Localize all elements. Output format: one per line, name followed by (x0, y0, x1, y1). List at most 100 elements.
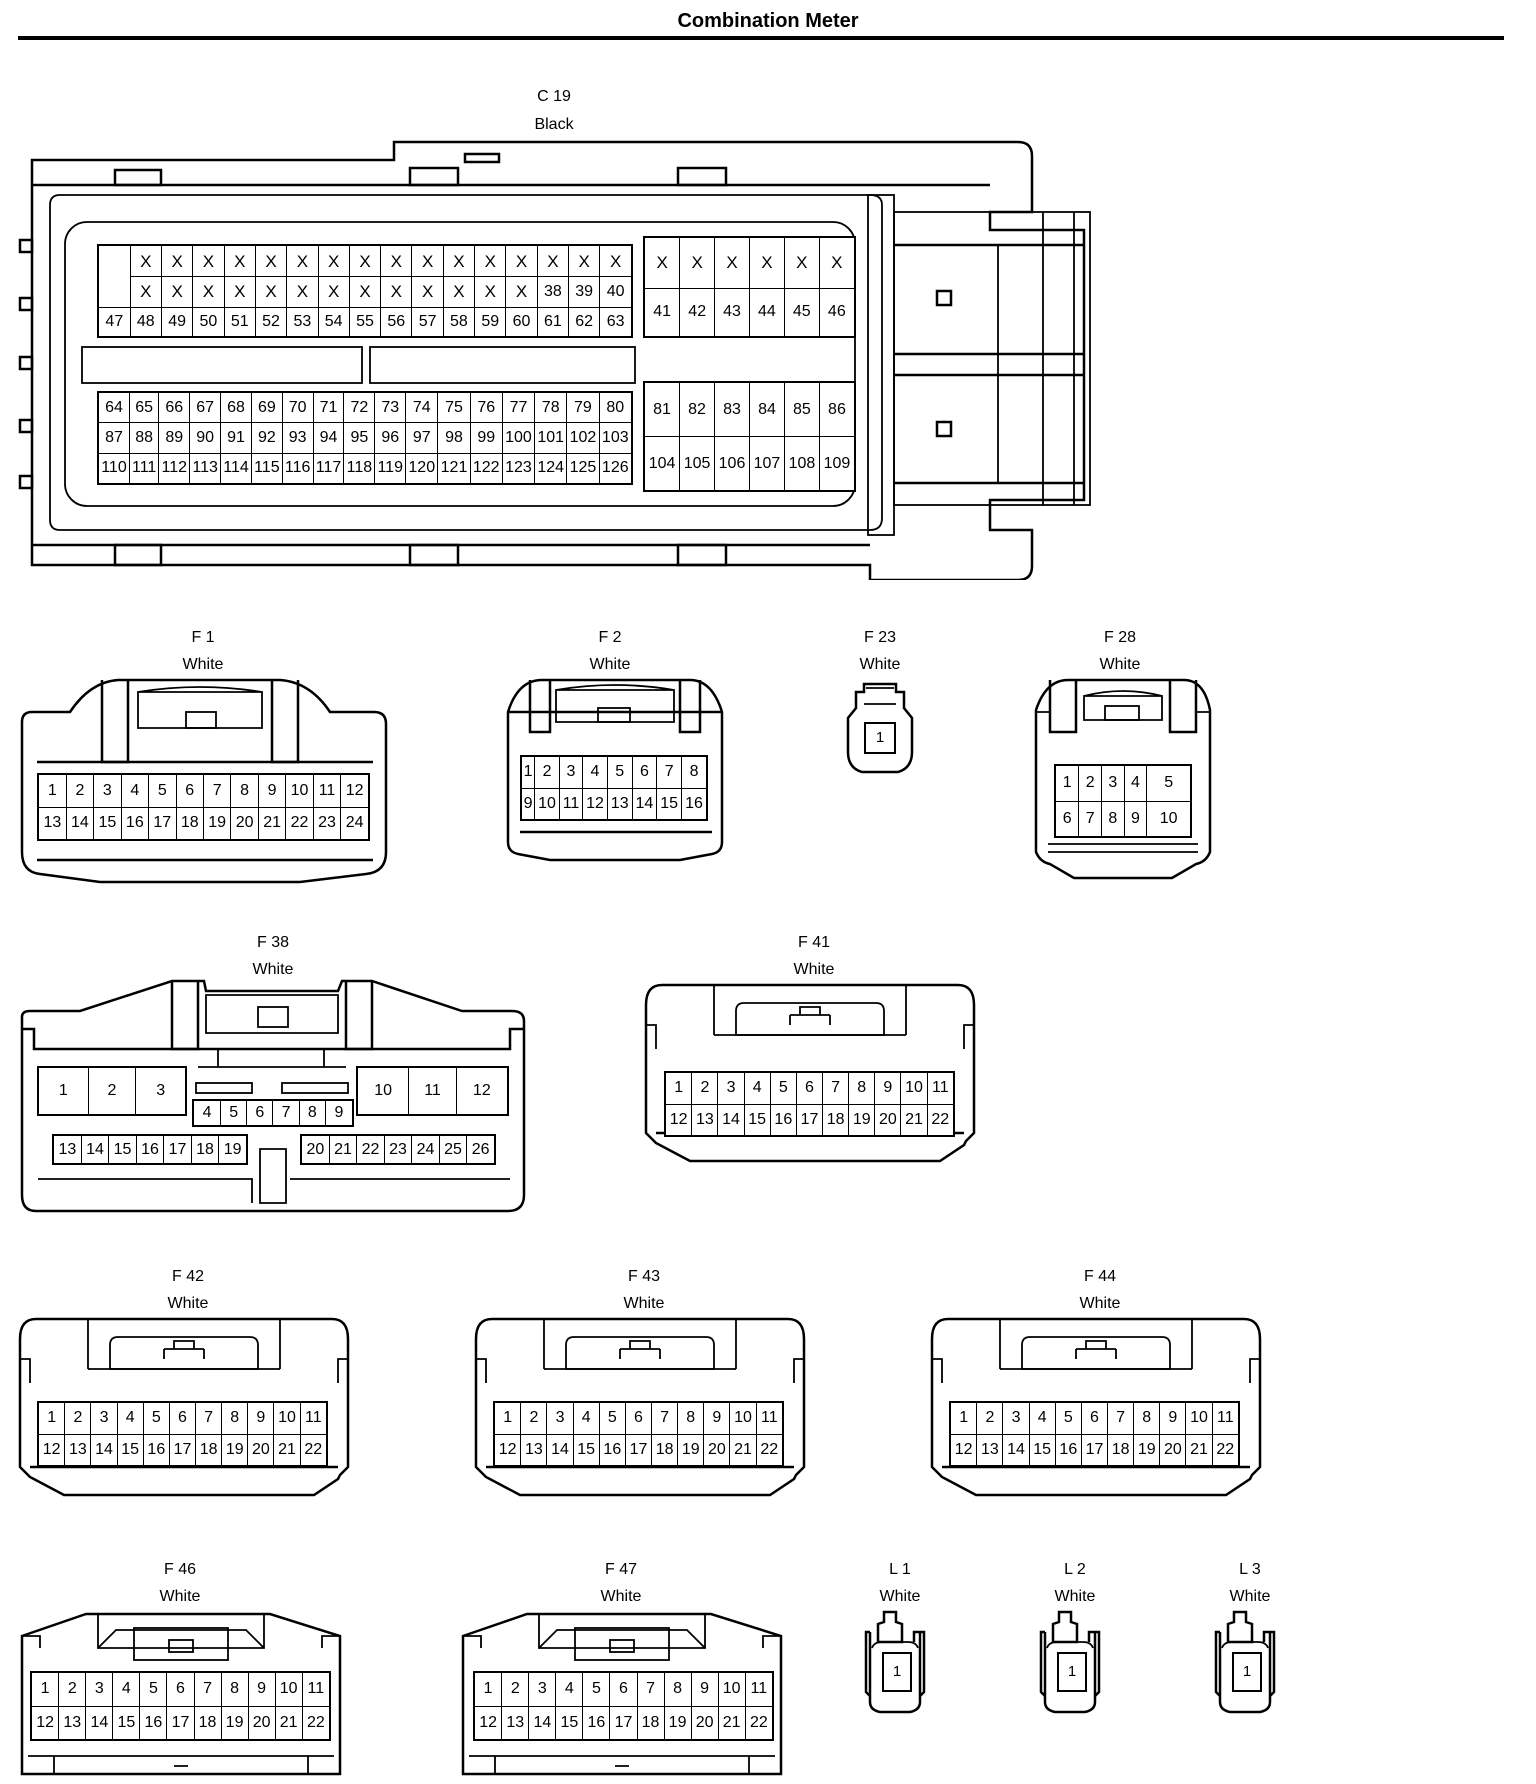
pin-cell: 41 (643, 287, 681, 338)
pin-cell: 18 (193, 1705, 222, 1741)
f2-housing (506, 678, 724, 862)
pin-cell: 123 (501, 452, 536, 485)
f42-housing (18, 1317, 350, 1497)
connector-l3: L 3 White 1 (1160, 1552, 1400, 1722)
connector-color: White (859, 656, 901, 673)
pin-cell: 17 (166, 1705, 195, 1741)
pin-cell: 25 (438, 1134, 468, 1165)
pin-cell: 2 (976, 1401, 1004, 1435)
pin-cell: 8 (230, 773, 259, 808)
pin-cell: 116 (281, 452, 314, 485)
pin-cell: 43 (714, 287, 750, 338)
pin-cell: 1 (1054, 764, 1080, 802)
pin-cell: 100 (501, 422, 536, 454)
pin-cell: 9 (247, 1671, 276, 1707)
pin-cell: X (348, 276, 382, 308)
pin-cell: 15 (555, 1705, 584, 1741)
pin-cell: 22 (299, 1433, 328, 1467)
pin-cell: 10 (285, 773, 314, 808)
pin-cell: 69 (250, 391, 283, 424)
pin-cell: 101 (534, 422, 568, 454)
pin-cell: 22 (285, 806, 314, 841)
pin-cell: 17 (609, 1705, 638, 1741)
connector-color: White (1099, 656, 1141, 673)
pin-cell: 79 (566, 391, 600, 424)
pin-cell: 20 (247, 1433, 275, 1467)
pin-cell: 18 (1107, 1433, 1135, 1467)
pin-cell: X (254, 276, 288, 308)
pin-cell: 81 (643, 381, 681, 437)
pin-cell: 7 (651, 1401, 679, 1435)
pin-cell: 3 (717, 1071, 745, 1105)
pin-cell: 4 (572, 1401, 600, 1435)
pin-cell: X (286, 244, 319, 278)
pin-cell: 92 (250, 422, 283, 454)
pin-cell: 4 (120, 773, 150, 808)
pin-cell: 3 (93, 773, 122, 808)
pin-cell: X (536, 244, 570, 278)
pin-cell: 13 (58, 1705, 87, 1741)
pin-cell: X (748, 236, 785, 289)
pin-cell: 14 (1002, 1433, 1030, 1467)
pin-cell: 8 (677, 1401, 705, 1435)
pin-cell: 22 (926, 1103, 955, 1137)
pin-cell: 20 (247, 1705, 276, 1741)
pin-cell: 3 (546, 1401, 574, 1435)
pin-cell: 7 (1078, 800, 1102, 838)
f46-housing (20, 1612, 342, 1776)
pin-cell: 95 (343, 422, 376, 454)
pin-cell: 14 (85, 1705, 114, 1741)
pin-cell: 10 (729, 1401, 757, 1435)
pin-cell: 110 (97, 452, 130, 485)
pin-cell: 8 (298, 1099, 326, 1127)
pin-cell: 60 (505, 306, 538, 338)
pin-cell: 14 (65, 806, 95, 841)
connector-id: C 19 (537, 88, 571, 105)
pin-cell: 17 (163, 1134, 192, 1165)
pin-cell: 2 (58, 1671, 87, 1707)
pin-cell: 4 (1123, 764, 1148, 802)
pin-cell: 20 (300, 1134, 330, 1165)
pin-cell: 86 (818, 381, 856, 437)
pin-cell: 5 (606, 755, 633, 789)
pin-cell: 51 (223, 306, 256, 338)
pin-cell: 3 (135, 1066, 187, 1116)
connector-id: F 2 (598, 629, 622, 646)
pin-cell: 9 (874, 1071, 902, 1105)
pin-cell: 13 (52, 1134, 82, 1165)
pin-cell: 73 (374, 391, 407, 424)
l2-housing (1039, 1610, 1101, 1714)
pin-cell: 61 (536, 306, 570, 338)
pin-cell: 16 (769, 1103, 797, 1137)
pin-cell: 14 (631, 787, 658, 821)
pin-cell: 82 (679, 381, 716, 437)
pin-cell: 19 (663, 1705, 692, 1741)
pin-cell: 8 (1133, 1401, 1161, 1435)
pin-cell: 114 (220, 452, 252, 485)
pin-cell: 14 (90, 1433, 118, 1467)
pin-cell: 15 (1028, 1433, 1056, 1467)
pin-cell: 16 (582, 1705, 611, 1741)
pin-blank (98, 245, 130, 277)
pin-cell: X (643, 236, 681, 289)
pin-cell: 2 (65, 773, 95, 808)
pin-cell: 19 (221, 1433, 249, 1467)
pin-cell: 13 (501, 1705, 530, 1741)
pin-cell: 10 (273, 1401, 301, 1435)
pin-cell: 1 (30, 1671, 60, 1707)
pin-cell: 5 (1054, 1401, 1082, 1435)
connector-color: White (1229, 1588, 1271, 1605)
pin-cell: 14 (546, 1433, 574, 1467)
